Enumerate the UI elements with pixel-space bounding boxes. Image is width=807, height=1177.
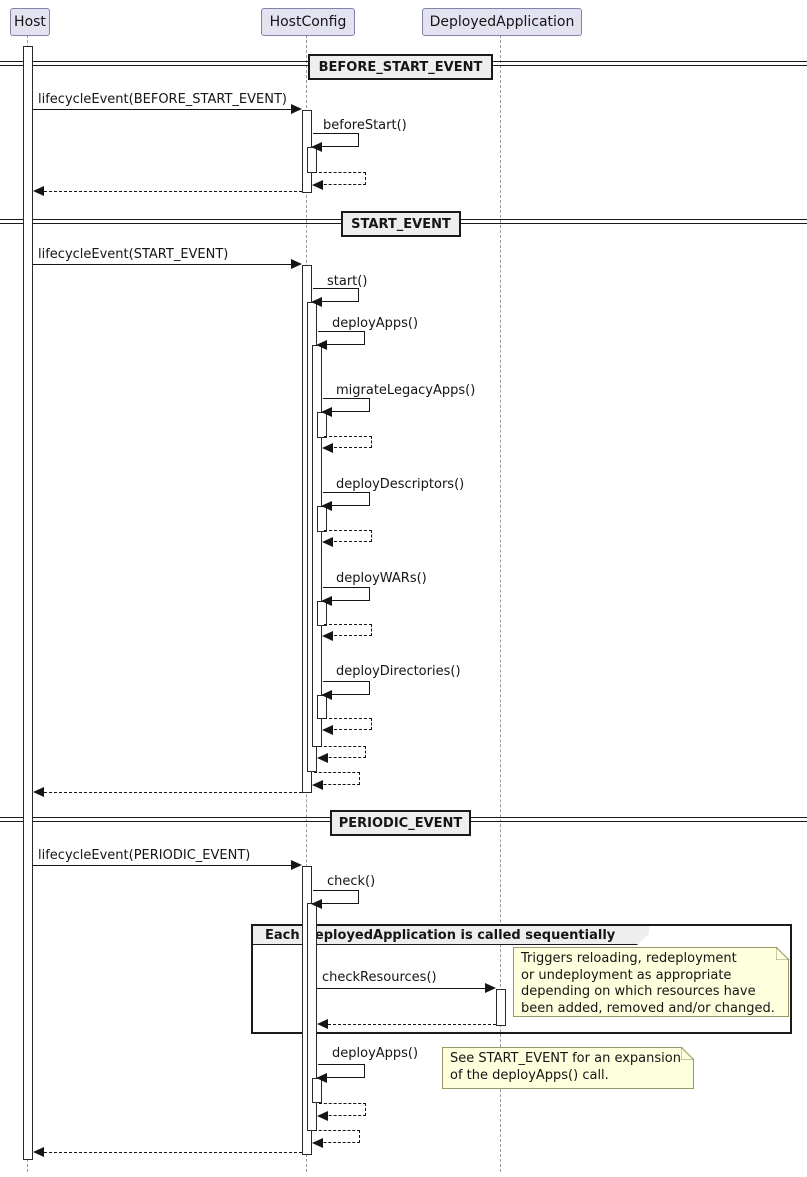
arrowhead-left: [33, 787, 44, 797]
message-label-check: check(): [327, 874, 376, 889]
self-call-start: [311, 288, 359, 307]
arrowhead-left: [321, 501, 332, 511]
message-label-deployapps-periodic: deployApps(): [332, 1046, 419, 1061]
self-return-deployapps-periodic: [317, 1103, 366, 1121]
message-line: [33, 865, 292, 866]
message-label-beforestart: beforeStart(): [323, 118, 407, 133]
message-label-migratelegacyapps: migrateLegacyApps(): [336, 383, 476, 398]
return-line: [328, 1024, 496, 1025]
note-line: of the deployApps() call.: [450, 1067, 609, 1083]
arrowhead-left: [33, 186, 44, 196]
self-call-deploydirectories: [321, 681, 370, 700]
lifeline-deployedapplication: [500, 35, 501, 1172]
group-header: Each DeployedApplication is called seque…: [253, 926, 649, 945]
arrowhead-left: [311, 142, 322, 152]
arrowhead-left: [317, 753, 328, 763]
self-return-deploydescriptors: [322, 530, 372, 547]
arrowhead-left: [321, 407, 332, 417]
message-line: [33, 264, 292, 265]
arrowhead-left: [322, 631, 333, 641]
activation-deployedapplication: [496, 989, 506, 1026]
note-deployapps: See START_EVENT for an expansion of the …: [442, 1047, 694, 1089]
arrowhead-left: [317, 1111, 328, 1121]
arrowhead-left: [317, 1019, 328, 1029]
self-return-deploydirectories: [322, 718, 372, 735]
note-fold-icon: [776, 947, 789, 960]
return-line: [44, 191, 302, 192]
self-return-beforestart: [312, 172, 366, 190]
note-line: depending on which resources have: [521, 984, 756, 999]
self-return-start: [312, 772, 360, 790]
note-line: See START_EVENT for an expansion: [450, 1051, 681, 1066]
note-line: or undeployment as appropriate: [521, 967, 732, 983]
arrowhead-right: [291, 259, 302, 269]
group-box: Each DeployedApplication is called seque…: [251, 924, 792, 1034]
message-label-lifecycle-start: lifecycleEvent(START_EVENT): [38, 247, 229, 262]
arrowhead-left: [316, 1073, 327, 1083]
return-line: [44, 792, 302, 793]
message-line: [317, 988, 486, 989]
arrowhead-left: [322, 443, 333, 453]
arrowhead-left: [321, 690, 332, 700]
return-line: [44, 1152, 302, 1153]
arrowhead-left: [316, 340, 327, 350]
message-label-deploydirectories: deployDirectories(): [336, 664, 461, 679]
message-label-lifecycle-periodic: lifecycleEvent(PERIODIC_EVENT): [38, 848, 251, 863]
self-return-deploywars: [322, 624, 372, 641]
arrowhead-right: [291, 860, 302, 870]
arrowhead-left: [312, 780, 323, 790]
participant-host: Host: [10, 8, 50, 36]
self-return-migratelegacyapps: [322, 436, 372, 453]
message-label-checkresources: checkResources(): [322, 970, 437, 985]
self-return-deployapps: [317, 746, 366, 763]
message-label-deployapps: deployApps(): [332, 316, 419, 331]
self-return-check: [312, 1130, 360, 1148]
self-call-migratelegacyapps: [321, 398, 370, 417]
arrowhead-right: [485, 983, 496, 993]
arrowhead-left: [311, 899, 322, 909]
divider-before-start-event: BEFORE_START_EVENT: [308, 54, 493, 80]
arrowhead-left: [312, 1138, 323, 1148]
message-line: [33, 109, 292, 110]
arrowhead-left: [312, 180, 323, 190]
participant-deployedapplication: DeployedApplication: [422, 8, 582, 36]
divider-periodic-event: PERIODIC_EVENT: [330, 810, 471, 836]
self-call-deployapps: [316, 331, 365, 350]
divider-start-event: START_EVENT: [341, 211, 461, 237]
note-line: Triggers reloading, redeployment: [521, 951, 737, 966]
note-line: been added, removed and/or changed.: [521, 1000, 775, 1016]
self-call-deploywars: [321, 587, 370, 606]
note-fold-icon: [681, 1047, 694, 1060]
message-label-deploydescriptors: deployDescriptors(): [336, 477, 465, 492]
arrowhead-left: [322, 537, 333, 547]
self-call-check: [311, 890, 359, 909]
arrowhead-left: [321, 596, 332, 606]
arrowhead-left: [322, 725, 333, 735]
message-label-deploywars: deployWARs(): [336, 571, 427, 586]
activation-deployapps: [312, 345, 322, 747]
self-call-deploydescriptors: [321, 492, 370, 511]
note-checkresources: Triggers reloading, redeployment or unde…: [513, 947, 789, 1017]
participant-hostconfig: HostConfig: [261, 8, 355, 36]
message-label-lifecycle-before-start: lifecycleEvent(BEFORE_START_EVENT): [38, 92, 287, 107]
self-call-deployapps-periodic: [316, 1064, 365, 1083]
arrowhead-left: [33, 1147, 44, 1157]
message-label-start: start(): [327, 274, 368, 289]
arrowhead-left: [311, 297, 322, 307]
self-call-beforestart: [311, 133, 359, 152]
activation-host: [23, 46, 33, 1160]
arrowhead-right: [291, 104, 302, 114]
